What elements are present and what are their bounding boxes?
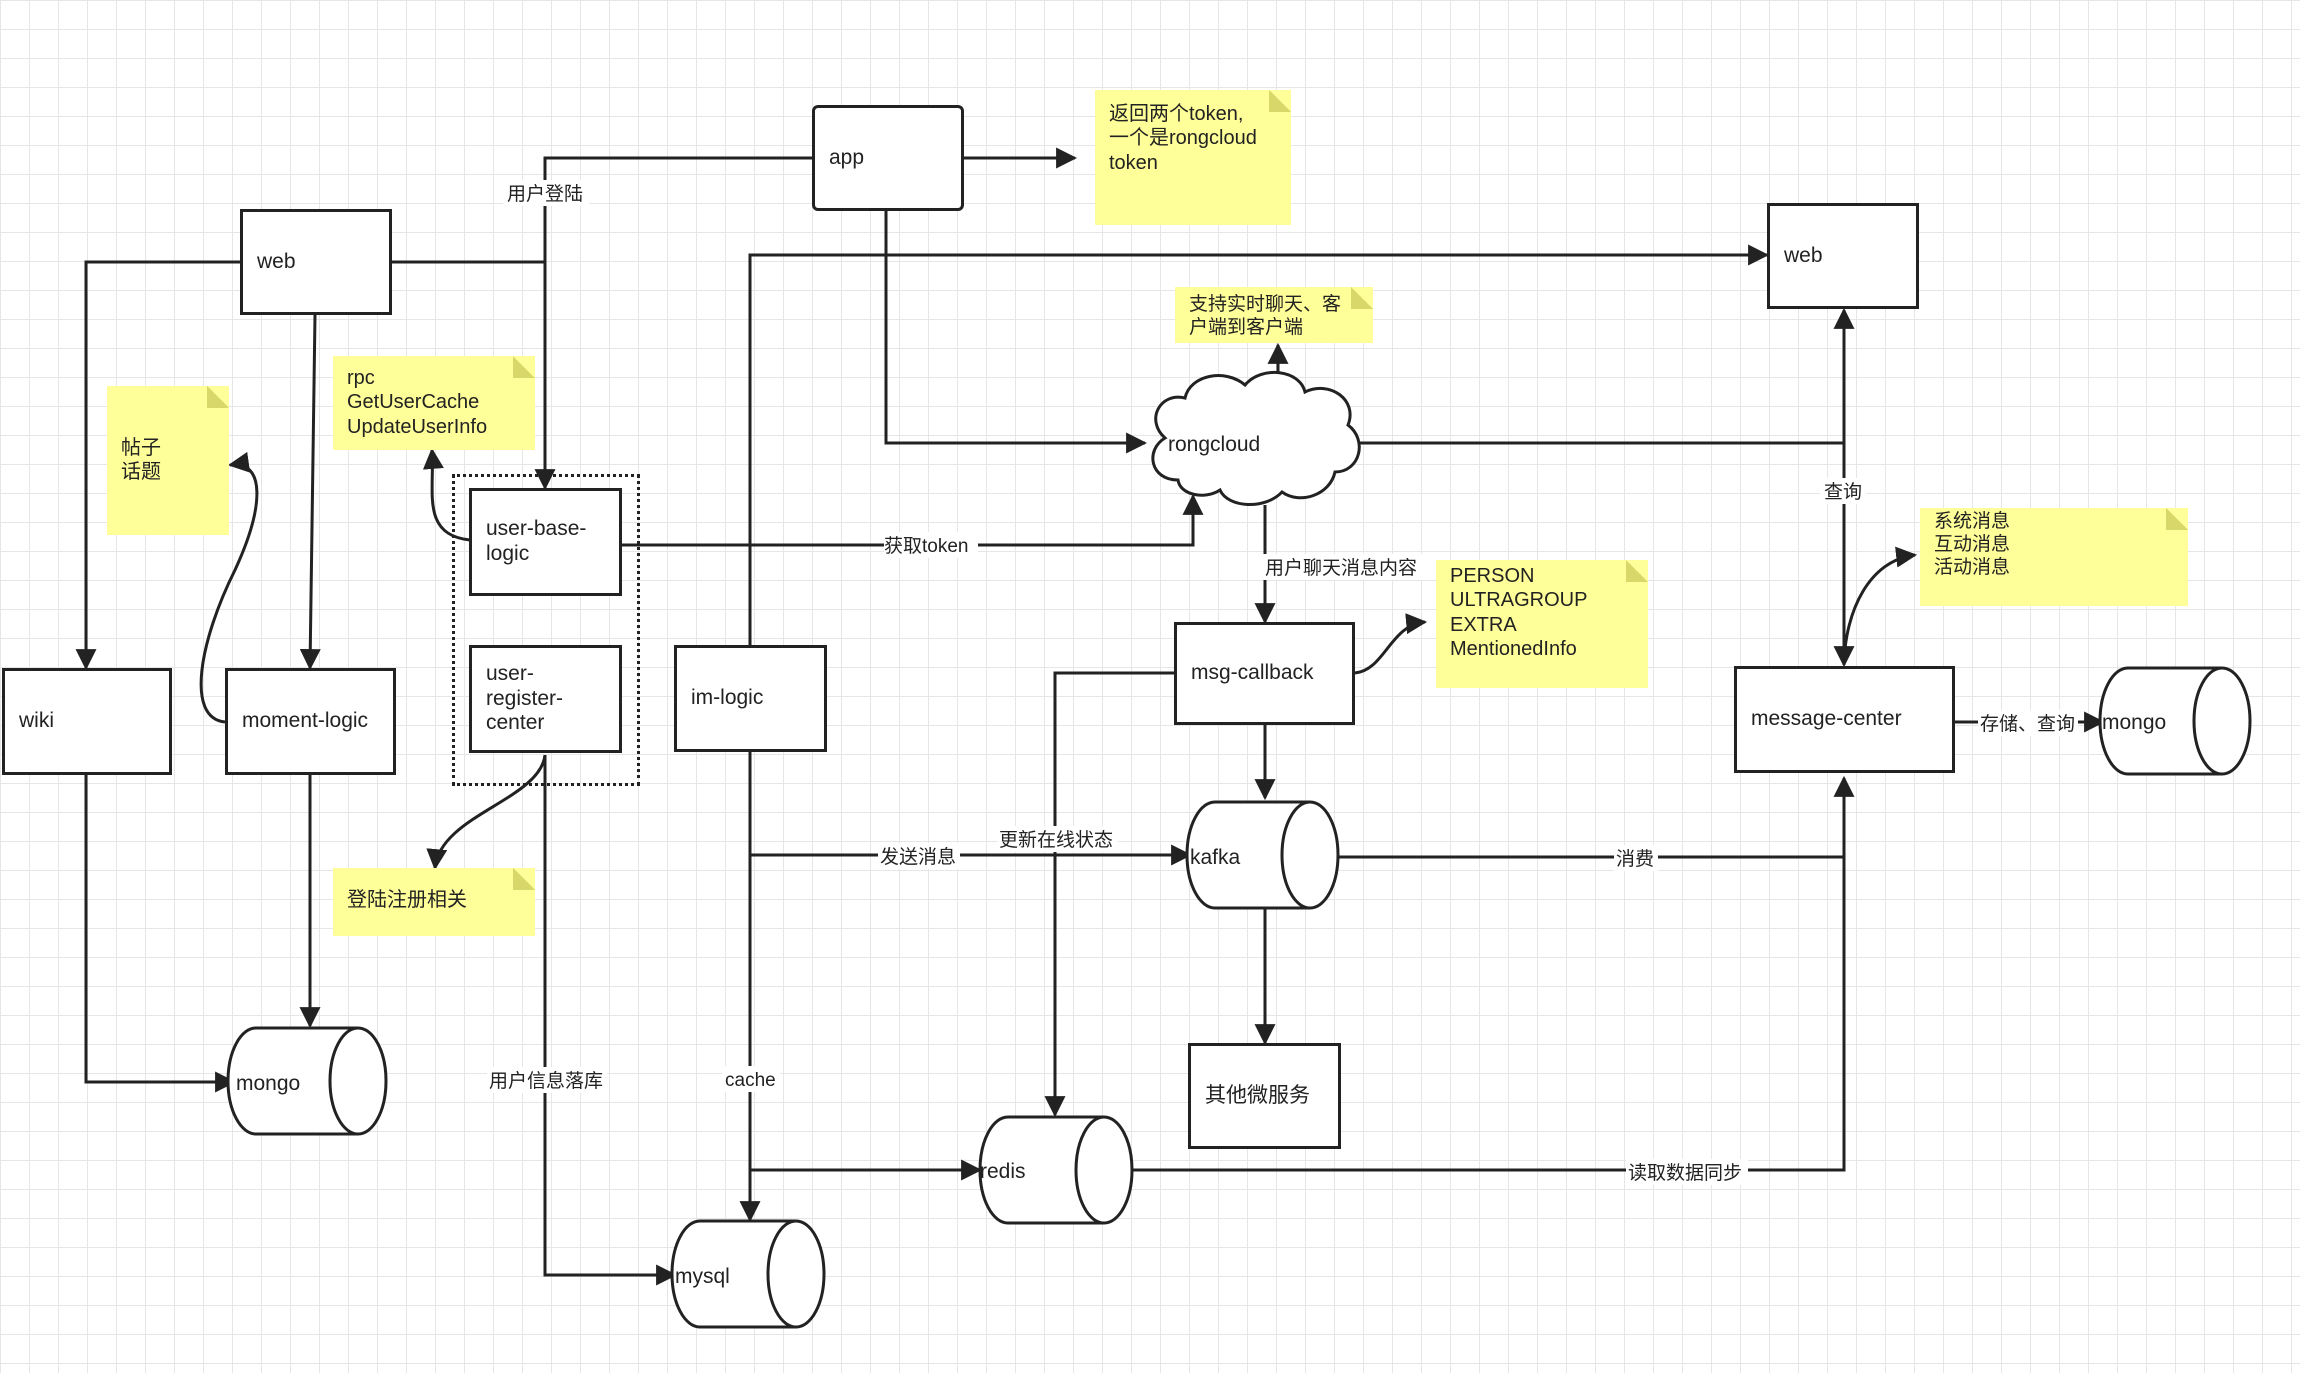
edge-moment-post-note [199,451,259,724]
node-im-logic-label: im-logic [691,686,764,710]
label-consume: 消费 [1616,848,1654,870]
user-service-group [452,474,640,786]
mongo-right-label: mongo [2102,711,2166,734]
edge-userbase-rpc-note [422,447,471,542]
redis-label: redis [980,1160,1026,1183]
node-moment-logic: moment-logic [225,668,396,775]
mysql-cylinder [670,1219,826,1329]
note-login: 登陆注册相关 [333,868,535,936]
mongo-left-cylinder [226,1026,388,1136]
note-system-msg: 系统消息 互动消息 活动消息 [1920,508,2188,606]
label-cache: cache [725,1070,776,1091]
node-message-center: message-center [1734,666,1955,773]
note-msg-type: PERSON ULTRAGROUP EXTRA MentionedInfo [1436,560,1648,688]
note-post: 帖子 话题 [107,386,229,535]
note-login-text: 登陆注册相关 [347,889,467,911]
edge-register-login-note [426,754,547,871]
note-token: 返回两个token, 一个是rongcloud token [1095,90,1291,225]
edge-wiki-mongo [84,775,237,1093]
note-msg-type-text: PERSON ULTRAGROUP EXTRA MentionedInfo [1450,565,1588,661]
node-web-right-label: web [1784,243,1823,267]
node-msg-callback-label: msg-callback [1191,661,1314,685]
kafka-cylinder [1185,800,1340,910]
note-rpc-text: rpc GetUserCache UpdateUserInfo [347,367,488,438]
node-user-base-logic-label: user-base- logic [486,517,587,565]
node-moment-logic-label: moment-logic [242,709,369,733]
edge-app-rongcloud [884,210,1148,454]
note-token-text: 返回两个token, 一个是rongcloud token [1109,103,1257,174]
mongo-right-cylinder [2098,666,2252,776]
rongcloud-label: rongcloud [1168,433,1260,456]
node-user-register-center: user- register- center [469,645,622,753]
edge-redis-msgcenter [1133,775,1855,1172]
node-other-services: 其他微服务 [1188,1043,1341,1149]
edge-userbase-rongcloud [620,493,1204,547]
node-wiki-label: wiki [19,709,54,733]
node-other-services-label: 其他微服务 [1205,1083,1310,1107]
node-web-left: web [240,209,392,315]
edge-msgcallback-note [1354,613,1428,675]
label-user-info-store: 用户信息落库 [489,1070,603,1092]
note-rongcloud-text: 支持实时聊天、客 户端到客户端 [1189,294,1342,339]
label-user-login: 用户登陆 [507,183,583,205]
node-message-center-label: message-center [1751,707,1902,731]
kafka-label: kafka [1190,846,1241,869]
node-user-register-center-label: user- register- center [486,661,564,735]
label-update-online: 更新在线状态 [999,829,1113,851]
redis-cylinder [978,1115,1134,1225]
node-web-left-label: web [257,249,296,273]
edge-register-mysql [543,755,678,1286]
label-store-query: 存储、查询 [1980,713,2075,735]
label-read-sync: 读取数据同步 [1628,1162,1742,1184]
node-msg-callback: msg-callback [1174,622,1355,725]
label-chat-content: 用户聊天消息内容 [1265,557,1417,579]
note-rongcloud: 支持实时聊天、客 户端到客户端 [1175,287,1373,343]
label-query: 查询 [1824,481,1862,503]
edge-web-moment-logic [299,314,321,671]
note-system-msg-text: 系统消息 互动消息 活动消息 [1934,511,2011,579]
node-wiki: wiki [2,668,172,775]
node-im-logic: im-logic [674,645,827,752]
note-rpc: rpc GetUserCache UpdateUserInfo [333,356,535,450]
edge-msgcenter-note [1842,546,1918,666]
node-web-right: web [1767,203,1919,309]
node-user-base-logic: user-base- logic [469,488,622,596]
node-app: app [812,105,964,211]
label-send-msg: 发送消息 [880,846,956,868]
mongo-left-label: mongo [236,1072,300,1095]
rongcloud-cloud-shape [1151,370,1361,506]
edge-msgcallback-redis [1044,671,1175,1118]
mysql-label: mysql [675,1265,730,1288]
edge-app-user-base-logic [534,156,812,491]
label-get-token: 获取token [884,535,968,557]
edge-imlogic-web [748,244,1770,645]
edge-web-wiki [75,260,240,671]
note-post-text: 帖子 话题 [121,437,161,484]
node-app-label: app [829,145,865,169]
